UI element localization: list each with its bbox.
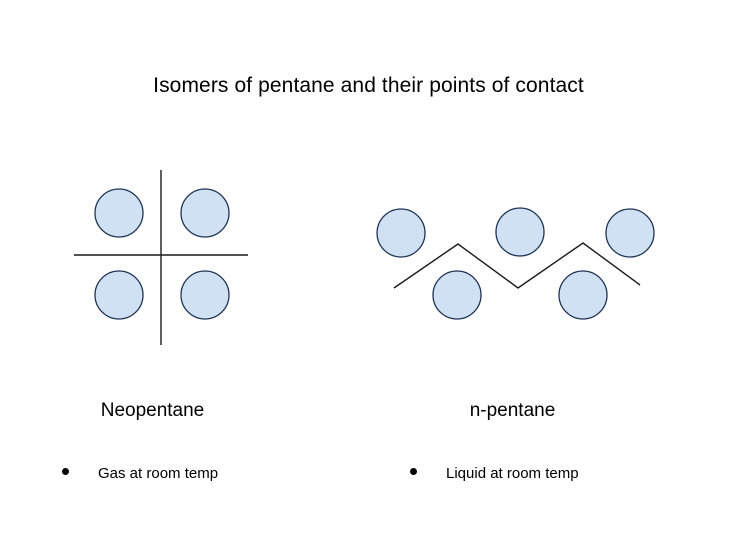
- bullet-text-neopentane: Gas at room temp: [98, 465, 219, 482]
- neopentane-diagram: [60, 160, 270, 360]
- atom-circle: [495, 207, 545, 257]
- atom-circle: [180, 188, 230, 238]
- bullet-item-n-pentane: Liquid at room temp: [410, 464, 579, 484]
- bullet-dot-icon: [410, 468, 417, 475]
- n-pentane-atoms-top: [376, 207, 655, 258]
- n-pentane-zigzag-bonds: [393, 242, 641, 289]
- atom-circle: [180, 270, 230, 320]
- bullet-dot-icon: [62, 468, 69, 475]
- neopentane-bonds: [74, 170, 248, 345]
- molecule-label-neopentane: Neopentane: [100, 400, 205, 421]
- atom-circle: [94, 270, 144, 320]
- molecule-label-n-pentane: n-pentane: [469, 400, 556, 421]
- page-title: Isomers of pentane and their points of c…: [153, 74, 584, 97]
- n-pentane-diagram: [365, 195, 665, 330]
- atom-circle: [94, 188, 144, 238]
- atom-circle: [605, 208, 655, 258]
- bullet-item-neopentane: Gas at room temp: [62, 464, 218, 484]
- neopentane-atoms: [94, 188, 230, 320]
- n-pentane-atoms-bottom: [432, 270, 608, 320]
- atom-circle: [376, 208, 426, 258]
- atom-circle: [432, 270, 482, 320]
- bullet-text-n-pentane: Liquid at room temp: [446, 465, 579, 482]
- atom-circle: [558, 270, 608, 320]
